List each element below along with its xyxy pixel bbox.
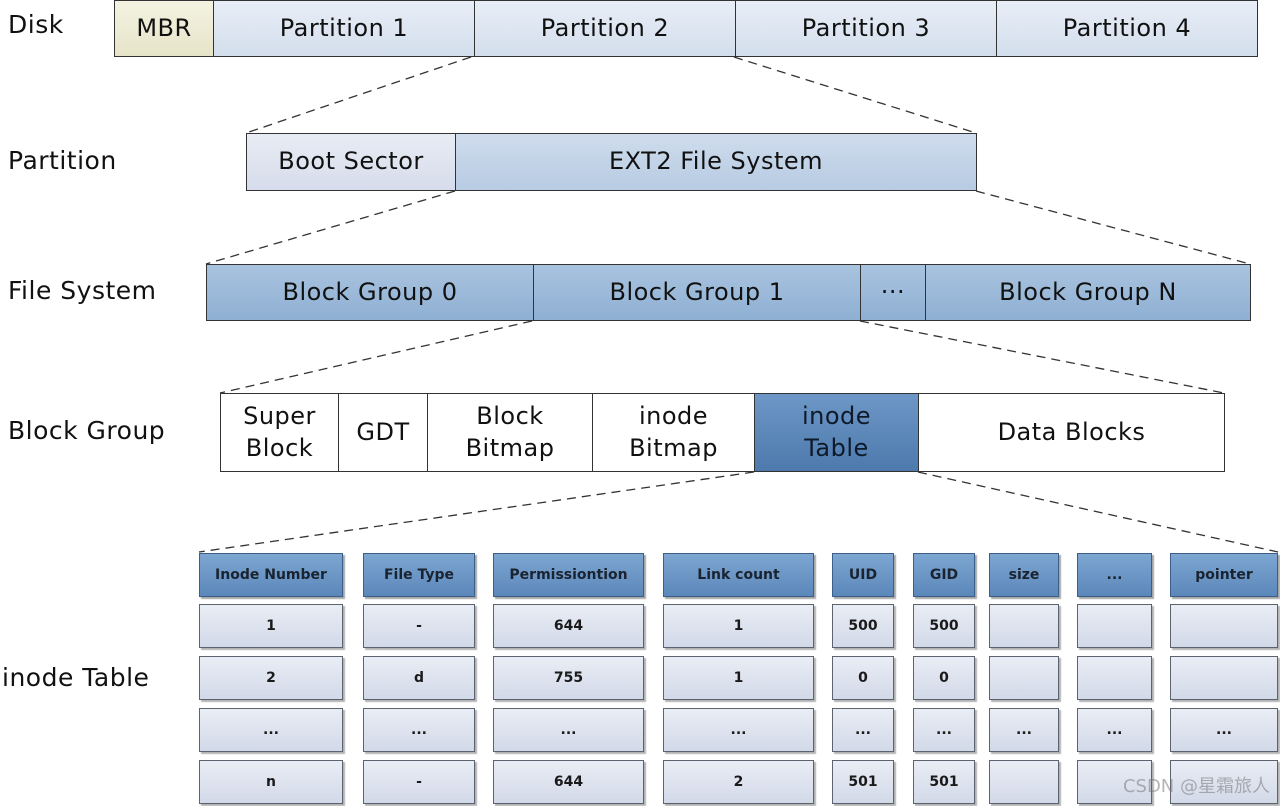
bg-cell-gdt: GDT	[339, 394, 428, 471]
fs-cell-block-group-1: Block Group 1	[534, 265, 861, 320]
file-system-row: Block Group 0 Block Group 1 ··· Block Gr…	[206, 264, 1251, 321]
bg-cell-data-blocks: Data Blocks	[919, 394, 1224, 471]
table-cell-inode-number: 2	[199, 656, 343, 700]
table-cell-size	[989, 656, 1059, 700]
table-cell-link-count: 1	[663, 656, 814, 700]
layer-label-disk: Disk	[8, 10, 64, 39]
disk-cell-mbr: MBR	[115, 1, 214, 56]
table-cell-gid: ...	[913, 708, 975, 752]
table-header-uid: UID	[832, 553, 894, 597]
disk-cell-partition-4: Partition 4	[997, 1, 1257, 56]
table-header-link-count: Link count	[663, 553, 814, 597]
connector-partition2-right	[733, 56, 977, 134]
disk-cell-partition-2: Partition 2	[475, 1, 736, 56]
table-cell-inode-number: ...	[199, 708, 343, 752]
table-cell-pointer: ...	[1170, 708, 1278, 752]
layer-label-file-system: File System	[8, 276, 157, 305]
partition-cell-boot-sector: Boot Sector	[247, 134, 456, 190]
table-cell-file-type: ...	[363, 708, 475, 752]
table-header-permission: Permissiontion	[493, 553, 644, 597]
table-cell-link-count: ...	[663, 708, 814, 752]
table-cell-size	[989, 604, 1059, 648]
table-header-pointer: pointer	[1170, 553, 1278, 597]
table-cell-permission: 644	[493, 604, 644, 648]
watermark: CSDN @星霜旅人	[1122, 776, 1270, 797]
table-cell-uid: 501	[832, 760, 894, 804]
connector-ext2-left	[205, 190, 456, 265]
table-cell-size	[989, 760, 1059, 804]
table-cell-file-type: -	[363, 604, 475, 648]
connector-inode-table-left	[198, 471, 755, 553]
table-header-gid: GID	[913, 553, 975, 597]
fs-cell-block-group-0: Block Group 0	[207, 265, 534, 320]
connector-inode-table-right	[917, 471, 1279, 553]
table-cell-link-count: 1	[663, 604, 814, 648]
disk-row: MBR Partition 1 Partition 2 Partition 3 …	[114, 0, 1258, 57]
table-cell-gid: 500	[913, 604, 975, 648]
table-cell-gid: 501	[913, 760, 975, 804]
disk-cell-partition-1: Partition 1	[214, 1, 475, 56]
table-cell-file-type: d	[363, 656, 475, 700]
table-cell-size: ...	[989, 708, 1059, 752]
table-cell-uid: ...	[832, 708, 894, 752]
table-cell-inode-number: n	[199, 760, 343, 804]
connector-ext2-right	[975, 190, 1251, 265]
connector-partition2-left	[245, 56, 472, 134]
table-cell-permission: 644	[493, 760, 644, 804]
table-header-inode-number: Inode Number	[199, 553, 343, 597]
disk-cell-partition-3: Partition 3	[736, 1, 997, 56]
table-header-ellipsis: ...	[1077, 553, 1152, 597]
layer-label-partition: Partition	[8, 146, 117, 175]
table-cell-ellipsis: ...	[1077, 708, 1152, 752]
table-cell-uid: 500	[832, 604, 894, 648]
table-cell-ellipsis	[1077, 760, 1152, 804]
table-cell-link-count: 2	[663, 760, 814, 804]
layer-label-block-group: Block Group	[8, 416, 166, 445]
table-cell-pointer	[1170, 656, 1278, 700]
fs-cell-block-group-n: Block Group N	[926, 265, 1250, 320]
table-cell-uid: 0	[832, 656, 894, 700]
partition-cell-ext2: EXT2 File System	[456, 134, 976, 190]
fs-cell-ellipsis: ···	[861, 265, 926, 320]
table-header-file-type: File Type	[363, 553, 475, 597]
table-cell-ellipsis	[1077, 604, 1152, 648]
table-cell-ellipsis	[1077, 656, 1152, 700]
table-cell-gid: 0	[913, 656, 975, 700]
partition-row: Boot Sector EXT2 File System	[246, 133, 977, 191]
table-cell-file-type: -	[363, 760, 475, 804]
table-cell-pointer	[1170, 604, 1278, 648]
connector-bg1-right	[859, 320, 1225, 394]
table-cell-inode-number: 1	[199, 604, 343, 648]
table-cell-pointer	[1170, 760, 1278, 804]
table-cell-permission: 755	[493, 656, 644, 700]
connector-bg1-left	[219, 320, 533, 394]
table-cell-permission: ...	[493, 708, 644, 752]
layer-label-inode-table: inode Table	[2, 663, 150, 692]
table-header-size: size	[989, 553, 1059, 597]
